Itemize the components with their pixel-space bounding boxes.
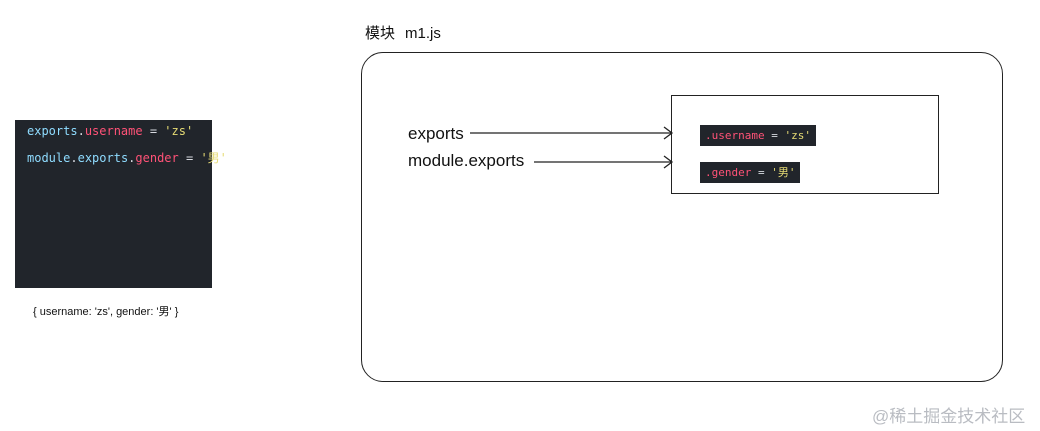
code-line-exports-username: exports.username = 'zs'	[27, 124, 193, 138]
code-token-gender: gender	[135, 151, 179, 165]
arrowhead-module-exports	[663, 155, 674, 169]
object-prop-value: '男'	[771, 166, 796, 179]
code-token-dot: .	[77, 124, 85, 138]
code-token-username: username	[84, 124, 143, 138]
object-prop-value: 'zs'	[784, 129, 811, 142]
module-title: 模块 m1.js	[365, 22, 451, 43]
module-frame	[361, 52, 1003, 382]
code-token-dot: .	[128, 151, 136, 165]
code-token-module: module	[27, 151, 71, 165]
code-token-male: '男'	[200, 151, 227, 165]
code-token-exports: exports	[77, 151, 129, 165]
code-token-exports: exports	[27, 124, 78, 138]
arrowhead-exports	[663, 126, 674, 140]
object-prop-name: .username	[705, 129, 765, 142]
code-line-module-exports-gender: module.exports.gender = '男'	[27, 149, 227, 166]
result-object-label: { username: 'zs', gender: '男' }	[33, 306, 179, 318]
object-prop-name: .gender	[705, 166, 752, 179]
module-label: 模块	[365, 25, 396, 42]
object-property-gender: .gender = '男'	[700, 162, 801, 183]
code-token-zs: 'zs'	[164, 124, 194, 138]
code-editor-panel: exports.username = 'zs' module.exports.g…	[15, 120, 227, 288]
watermark: @稀土掘金技术社区	[872, 407, 1026, 426]
object-property-username: .username = 'zs'	[700, 125, 816, 146]
object-prop-assign: =	[751, 166, 772, 179]
module-filename: m1.js	[405, 25, 441, 42]
code-token-assign: =	[142, 124, 165, 138]
code-token-assign: =	[178, 151, 201, 165]
exports-reference-label: exports	[408, 124, 464, 143]
module-exports-reference-label: module.exports	[408, 151, 525, 170]
object-prop-assign: =	[764, 129, 785, 142]
code-token-dot: .	[70, 151, 78, 165]
